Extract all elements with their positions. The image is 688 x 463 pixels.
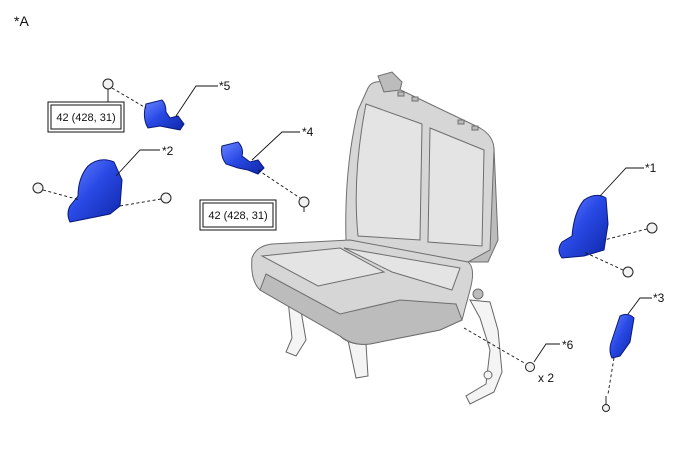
bolt-middle (298, 196, 310, 208)
seat-back-left-cushion (355, 103, 423, 241)
part-2-shape (67, 159, 123, 223)
part-1-side-cover (558, 194, 609, 259)
leader-callout-3 (627, 297, 652, 315)
view-label: *A (14, 13, 29, 29)
leader-dash-bolt-middle (257, 169, 301, 199)
torque-box-upper (47, 101, 125, 133)
part-4-hinge-cover (221, 141, 265, 175)
torque-box-upper-inner (50, 104, 122, 130)
seat-frame-right-bracket (465, 299, 503, 405)
callout-5: *5 (219, 79, 231, 93)
seat-frame-rear (347, 339, 369, 379)
quantity-note: x 2 (538, 371, 554, 385)
headrest-stub (377, 71, 403, 93)
leader-dash-bolt-right (603, 228, 648, 241)
torque-box-middle-inner (202, 202, 274, 228)
seat-back-tab (471, 125, 479, 131)
part-4-shape (221, 141, 265, 175)
part-3-shape (609, 313, 635, 359)
leader-callout-1 (599, 167, 644, 197)
callout-6: *6 (562, 338, 574, 352)
bolt-left-rear (160, 192, 172, 204)
seat-back-tab (457, 119, 465, 125)
callout-2: *2 (162, 144, 174, 158)
seat-back-tab (397, 91, 405, 97)
callout-1: *1 (645, 161, 657, 175)
leader-callout-6 (533, 343, 560, 363)
bolt-right-lower (622, 266, 634, 278)
seat-pivot (472, 288, 484, 300)
clip-icon (525, 362, 535, 372)
leader-callout-2 (115, 149, 160, 177)
part-2-side-cover (67, 159, 123, 223)
leader-dash-bolt-right-lower (583, 251, 624, 271)
seat-cushion-top-left (260, 247, 386, 287)
torque-box-middle (199, 199, 277, 231)
leader-dash-screw-lower (607, 357, 615, 395)
callout-4: *4 (302, 125, 314, 139)
part-3-lever-handle (609, 313, 635, 359)
part-5-hinge-cover (143, 99, 185, 131)
seat-cushion-front (259, 273, 463, 345)
screw-lower (602, 404, 610, 412)
callout-3: *3 (653, 291, 665, 305)
torque-value-upper: 42 (428, 31) (56, 112, 115, 124)
leader-dash-bolt-left (42, 189, 81, 201)
leader-dash-bolt-upper (111, 87, 147, 109)
bolt-upper (102, 78, 114, 90)
leader-callout-4 (251, 131, 300, 161)
leader-dash-bolt-left-rear (119, 198, 162, 207)
leader-dash-clip (463, 327, 527, 365)
bolt-left (32, 182, 44, 194)
part-5-shape (143, 99, 185, 131)
frame-hole (483, 370, 493, 380)
part-1-shape (558, 194, 609, 259)
bolt-right (646, 222, 658, 234)
seat-back-right-cushion (427, 127, 485, 247)
torque-value-middle: 42 (428, 31) (208, 210, 267, 222)
seat-cushion-top-right (343, 247, 461, 291)
seat-back-tab (411, 96, 419, 102)
seat-assembly (251, 71, 503, 405)
leader-callout-5 (175, 85, 218, 117)
